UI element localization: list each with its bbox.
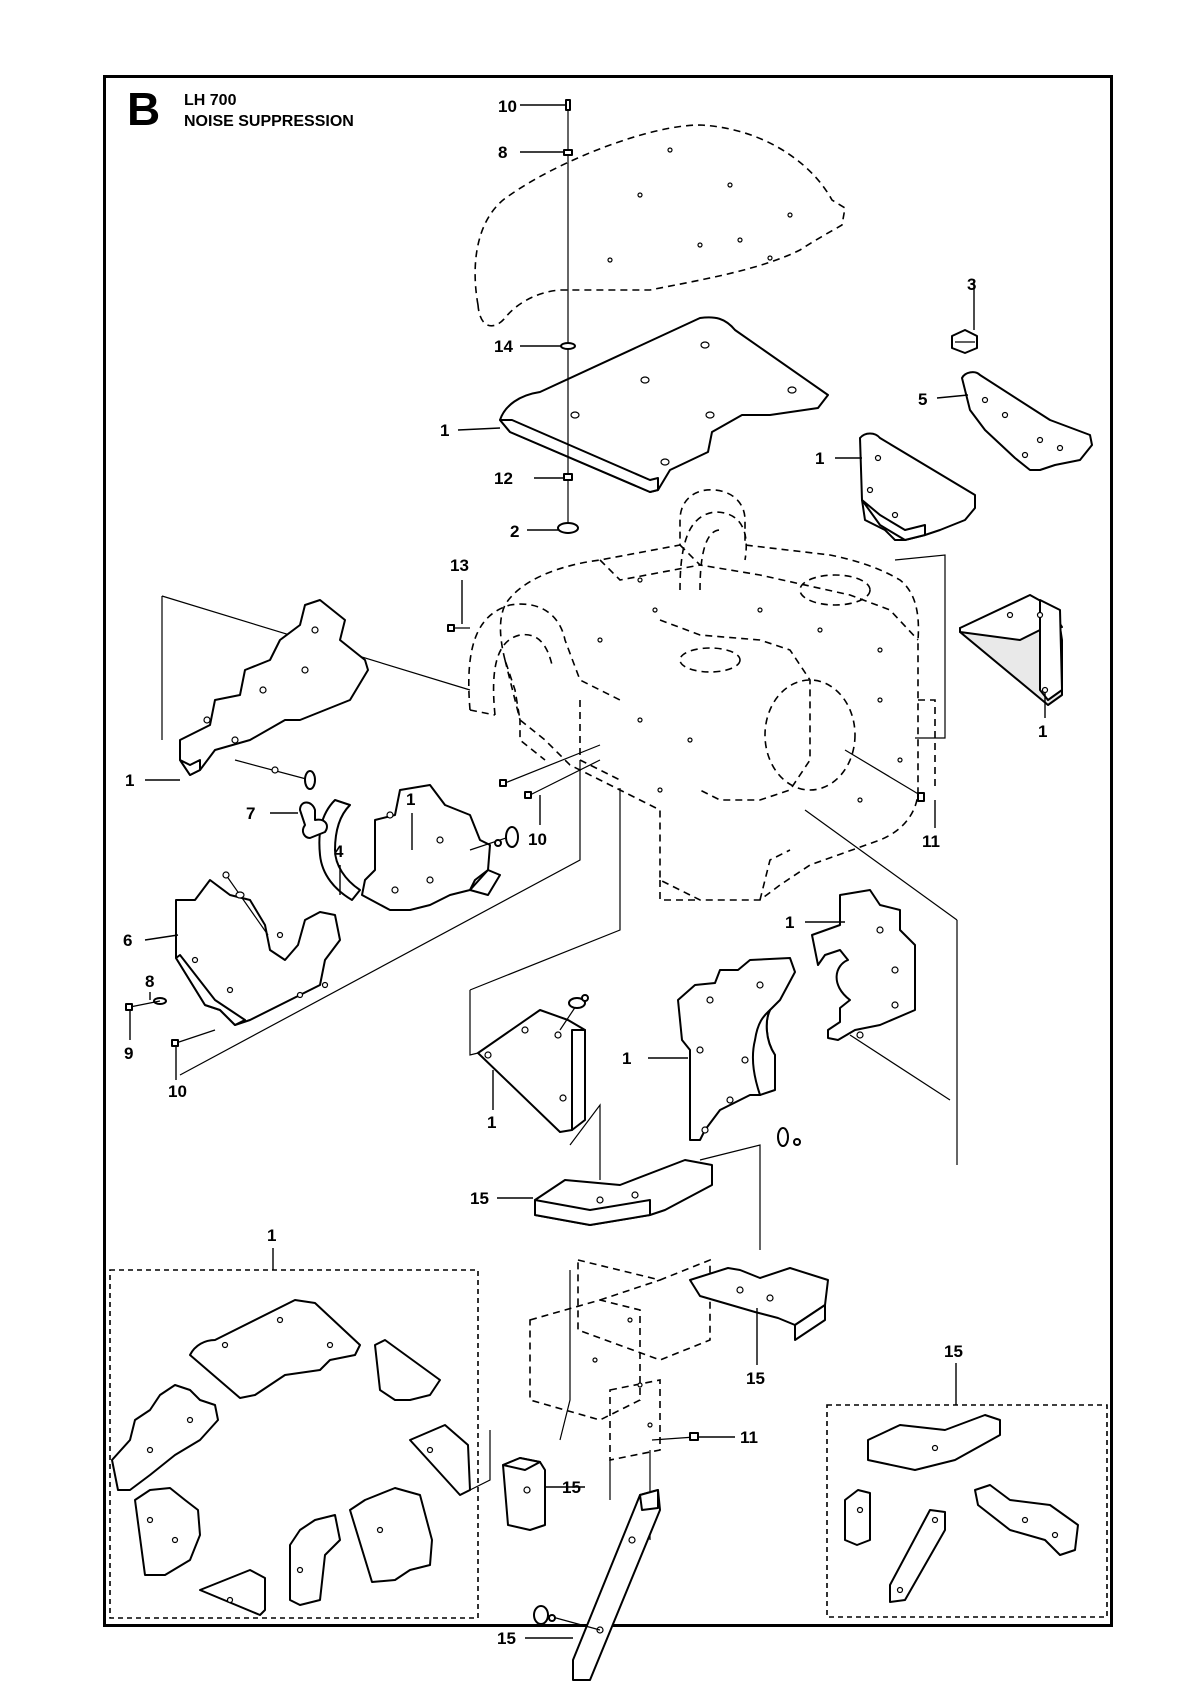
callout-6: 6 bbox=[123, 931, 132, 950]
screw-9 bbox=[125, 1000, 161, 1011]
callout-15-top: 15 bbox=[470, 1189, 489, 1208]
top-plate-edge bbox=[499, 419, 659, 493]
callout-7: 7 bbox=[246, 804, 255, 823]
callout-4: 4 bbox=[334, 842, 344, 861]
lower-bracket-outline bbox=[529, 1258, 711, 1461]
middle-noise-panel bbox=[361, 784, 491, 911]
callout-1-kit: 1 bbox=[267, 1226, 276, 1245]
machine-body-outline bbox=[499, 489, 936, 901]
callout-15-small-block: 15 bbox=[562, 1478, 581, 1497]
nut-12 bbox=[563, 473, 573, 481]
bar-pad-15-right bbox=[689, 1267, 829, 1326]
screw-10-top bbox=[565, 99, 571, 111]
rear-panel-right bbox=[811, 889, 916, 1041]
kit-15-parts bbox=[844, 1414, 1079, 1603]
callout-13: 13 bbox=[450, 556, 469, 575]
hood-cover-holes bbox=[607, 147, 793, 263]
middle-panel-fastener bbox=[469, 826, 519, 851]
callout-1-top-plate: 1 bbox=[440, 421, 449, 440]
kit-box-1 bbox=[109, 1269, 479, 1619]
screw-13 bbox=[447, 624, 470, 632]
kit-box-15 bbox=[826, 1404, 1108, 1618]
bracket-part-6 bbox=[175, 879, 341, 1026]
callout-1-right-panel: 1 bbox=[815, 449, 824, 468]
callout-12: 12 bbox=[494, 469, 513, 488]
bottom-bar-fastener bbox=[533, 1605, 601, 1631]
callout-3: 3 bbox=[967, 275, 976, 294]
top-plate-holes bbox=[570, 341, 797, 466]
clamp-part-7 bbox=[299, 801, 328, 839]
callout-1-rear-panel: 1 bbox=[785, 913, 794, 932]
callout-9: 9 bbox=[124, 1044, 133, 1063]
screws-10-mid bbox=[499, 744, 601, 799]
model-name: LH 700 bbox=[184, 92, 237, 109]
callout-15-right-bar: 15 bbox=[746, 1369, 765, 1388]
callout-1-small-block: 1 bbox=[487, 1113, 496, 1132]
screw-11-mid bbox=[844, 749, 925, 802]
callout-5: 5 bbox=[918, 390, 927, 409]
callout-10-left: 10 bbox=[168, 1082, 187, 1101]
callout-1-right-block: 1 bbox=[1038, 722, 1047, 741]
callout-1-middle-panel: 1 bbox=[406, 790, 415, 809]
callout-10-mid: 10 bbox=[528, 830, 547, 849]
small-block-fastener bbox=[559, 994, 589, 1031]
washer-14 bbox=[560, 342, 576, 350]
top-insulation-plate bbox=[499, 316, 829, 493]
callout-8-top: 8 bbox=[498, 143, 507, 162]
side-panel-fastener bbox=[777, 1127, 801, 1147]
callout-11-mid: 11 bbox=[922, 832, 940, 851]
callout-10-top: 10 bbox=[498, 97, 517, 116]
callout-15-kit: 15 bbox=[944, 1342, 963, 1361]
callout-1-left-panel: 1 bbox=[125, 771, 134, 790]
screw-11-bottom bbox=[647, 1422, 699, 1441]
retainer-2 bbox=[557, 522, 579, 534]
hood-cover-outline bbox=[474, 124, 846, 327]
screw-10-left bbox=[171, 1029, 216, 1047]
diagram-title: NOISE SUPPRESSION bbox=[184, 113, 354, 130]
callout-15-bottom-bar: 15 bbox=[497, 1629, 516, 1648]
right-upper-panel bbox=[859, 432, 976, 541]
callout-labels: 10 8 3 14 5 1 1 12 2 13 1 1 1 4 7 10 11 … bbox=[123, 97, 1047, 1648]
side-panel-left-of-pair bbox=[677, 957, 796, 1141]
handle-bar-outline bbox=[467, 511, 747, 716]
callout-2: 2 bbox=[510, 522, 519, 541]
bar-pad-15-bottom bbox=[572, 1489, 661, 1681]
leader-lines bbox=[129, 104, 1046, 1639]
section-letter: B bbox=[127, 83, 161, 135]
kit-1-parts bbox=[111, 1299, 471, 1616]
callout-14: 14 bbox=[494, 337, 513, 356]
callout-11-bottom: 11 bbox=[740, 1428, 758, 1447]
body-holes bbox=[597, 577, 903, 803]
callout-8-left: 8 bbox=[145, 972, 154, 991]
left-upper-panel bbox=[179, 599, 369, 776]
left-panel-fastener bbox=[234, 759, 316, 790]
hose-part-4 bbox=[318, 799, 361, 901]
callout-1-side-panel: 1 bbox=[622, 1049, 631, 1068]
nut-8-top bbox=[563, 149, 573, 156]
